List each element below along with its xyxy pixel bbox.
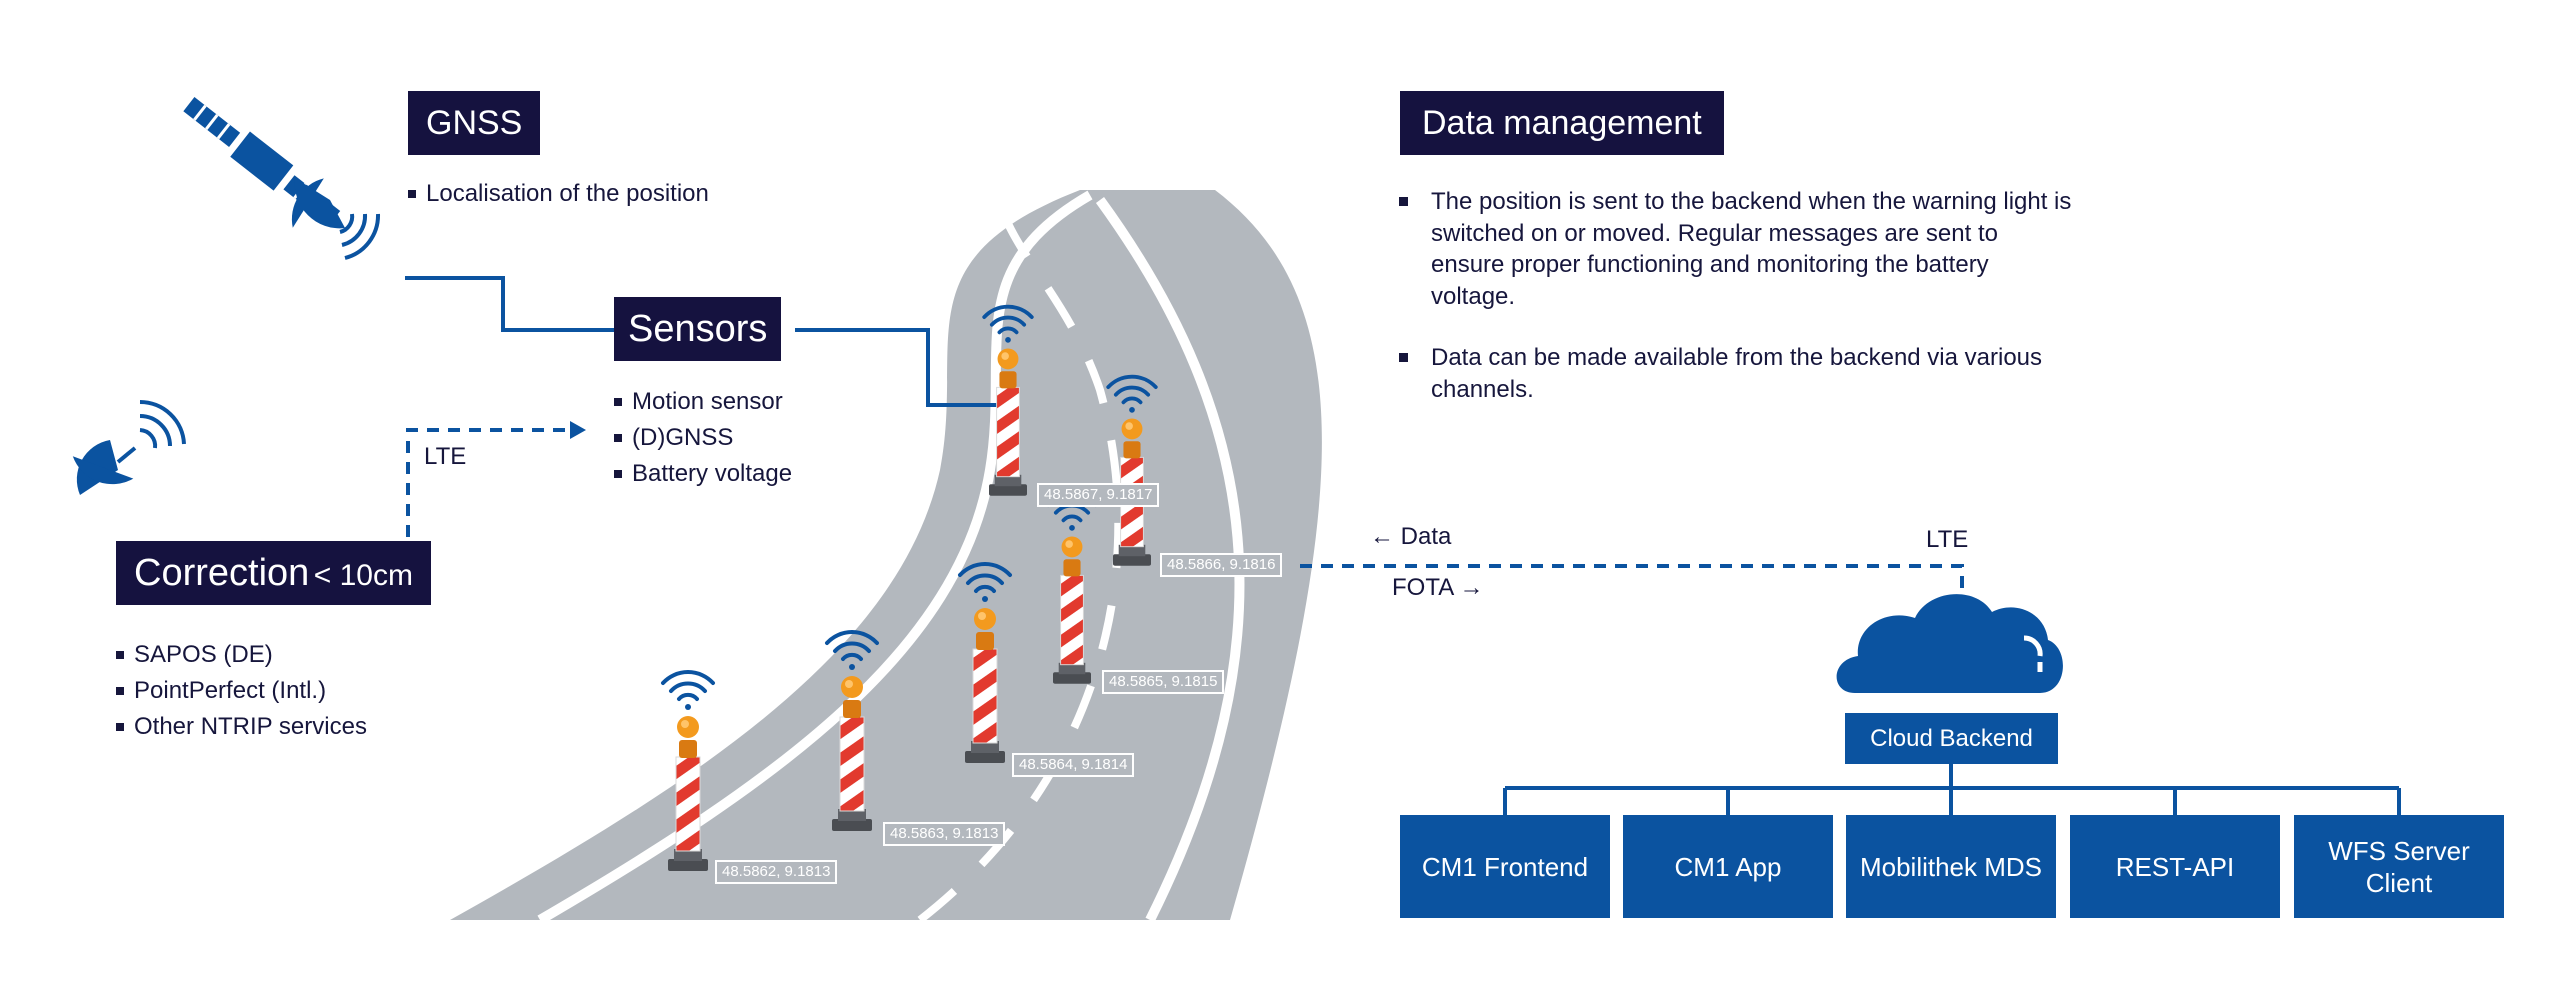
connector-lines — [405, 276, 1964, 592]
coordinate-label: 48.5865, 9.1815 — [1102, 670, 1225, 694]
backend-wfs-server-client: WFS Server Client — [2294, 815, 2504, 918]
backend-rest-api: REST-API — [2070, 815, 2280, 918]
backend-mobilithek-mds: Mobilithek MDS — [1846, 815, 2056, 918]
correction-header: Correction < 10cm — [116, 541, 431, 605]
warning-beacons — [661, 304, 1158, 871]
backend-cm1-frontend: CM1 Frontend — [1400, 815, 1610, 918]
wifi-signal-icon — [825, 630, 879, 670]
coordinate-label: 48.5867, 9.1817 — [1037, 483, 1160, 507]
cloud-backend-box: Cloud Backend — [1845, 713, 2058, 764]
warning-beacon-icon — [982, 304, 1034, 496]
sensors-header: Sensors — [614, 297, 782, 361]
data-direction-label: ← Data — [1370, 523, 1452, 550]
data-management-list: The position is sent to the backend when… — [1395, 186, 2075, 435]
road — [450, 190, 1322, 925]
lte-label-left: LTE — [424, 443, 467, 470]
coordinate-label: 48.5863, 9.1813 — [883, 822, 1006, 846]
correction-accuracy: < 10cm — [313, 559, 413, 592]
wifi-signal-icon — [958, 562, 1012, 602]
coordinate-label: 48.5864, 9.1814 — [1012, 753, 1135, 777]
dish-antenna-icon — [72, 399, 186, 495]
lte-label-right: LTE — [1926, 526, 1969, 553]
wifi-signal-icon — [1106, 374, 1158, 413]
list-item: Motion sensor — [614, 384, 792, 420]
list-item: Other NTRIP services — [116, 709, 367, 745]
correction-list: SAPOS (DE) PointPerfect (Intl.) Other NT… — [116, 637, 367, 745]
correction-title: Correction — [134, 552, 310, 594]
coordinate-label: 48.5862, 9.1813 — [715, 860, 838, 884]
list-item: PointPerfect (Intl.) — [116, 673, 367, 709]
backend-tree — [1503, 764, 2401, 815]
cloud-icon — [1836, 594, 2063, 693]
gnss-list: Localisation of the position — [408, 176, 709, 212]
coordinate-label: 48.5866, 9.1816 — [1160, 553, 1283, 577]
warning-beacon-icon — [958, 562, 1012, 763]
list-item: SAPOS (DE) — [116, 637, 367, 673]
sensors-list: Motion sensor (D)GNSS Battery voltage — [614, 384, 792, 492]
list-item: Data can be made available from the back… — [1395, 342, 2075, 405]
fota-direction-label: FOTA → — [1392, 574, 1484, 601]
gnss-header: GNSS — [408, 91, 541, 155]
warning-beacon-icon — [825, 630, 879, 831]
list-item: Localisation of the position — [408, 176, 709, 212]
list-item: Battery voltage — [614, 456, 792, 492]
warning-beacon-icon — [661, 670, 715, 871]
wifi-signal-icon — [661, 670, 715, 710]
list-item: The position is sent to the backend when… — [1395, 186, 2075, 312]
satellite-icon — [183, 97, 381, 260]
wifi-signal-icon — [982, 304, 1034, 343]
list-item: (D)GNSS — [614, 420, 792, 456]
data-management-header: Data management — [1400, 91, 1724, 155]
backend-cm1-app: CM1 App — [1623, 815, 1833, 918]
